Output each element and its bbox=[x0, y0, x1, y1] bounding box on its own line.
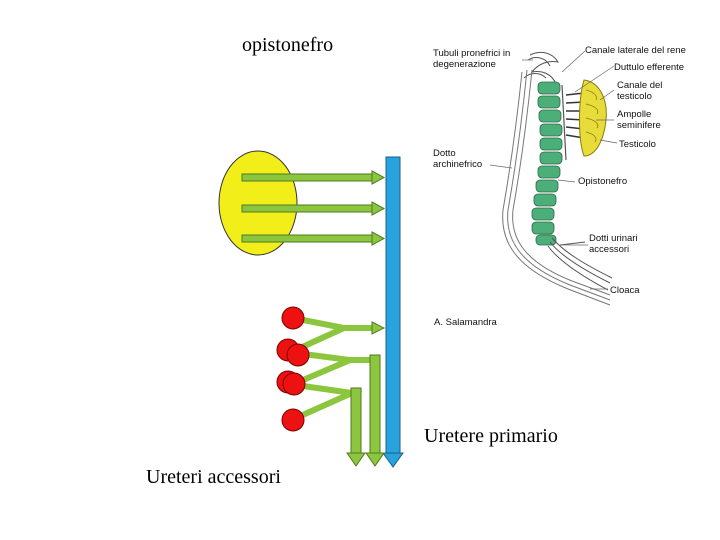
label-opistonefro: Opistonefro bbox=[578, 176, 628, 187]
horizontal-green-arrow bbox=[241, 231, 386, 246]
label-ampolle-seminifere: Ampolle seminifere bbox=[617, 109, 661, 131]
label-dotto-archinefrico: Dotto archinefrico bbox=[433, 148, 483, 170]
horizontal-green-arrow bbox=[241, 201, 386, 216]
label-canale-testicolo: Canale del testicolo bbox=[617, 80, 663, 102]
label-canale-laterale: Canale laterale del rene bbox=[585, 45, 686, 56]
primary-ureter-label: Uretere primario bbox=[424, 425, 558, 447]
label-dotti-urinari-accessori: Dotti urinari accessori bbox=[589, 233, 638, 255]
label-tubuli-pronefrici: Tubuli pronefrici in degenerazione bbox=[433, 48, 511, 70]
slide-title: opistonefro bbox=[242, 34, 334, 56]
accessory-ureter-vertical bbox=[365, 354, 385, 467]
accessory-ureter-vertical bbox=[346, 387, 366, 467]
figure-caption: A. Salamandra bbox=[434, 317, 497, 328]
label-testicolo: Testicolo bbox=[619, 139, 656, 150]
primary-ureter-duct bbox=[382, 156, 404, 468]
horizontal-green-arrow bbox=[241, 170, 386, 185]
accessory-nephron-circles bbox=[276, 306, 310, 432]
salamander-anatomy-figure bbox=[489, 50, 618, 306]
label-cloaca: Cloaca bbox=[610, 285, 640, 296]
label-duttulo-efferente: Duttulo efferente bbox=[614, 62, 685, 73]
accessory-ureters-label: Ureteri accessori bbox=[146, 466, 281, 488]
